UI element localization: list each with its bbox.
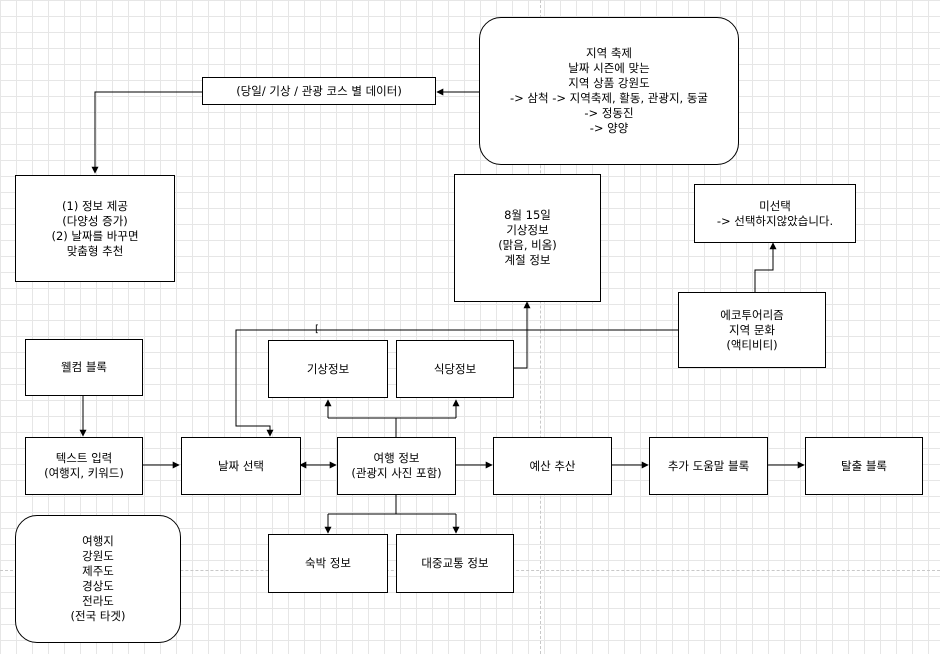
transit-info-box: 대중교통 정보 xyxy=(396,534,514,593)
exit-block-box: 탈출 블록 xyxy=(805,437,923,495)
weather-detail-box: 8월 15일 기상정보 (맑음, 비옴) 계절 정보 xyxy=(454,174,601,302)
welcome-block-box: 웰컴 블록 xyxy=(25,339,143,396)
edge-eco-loop xyxy=(235,329,678,437)
edge-eco-to-unselected xyxy=(754,242,777,292)
eco-tourism-box: 에코투어리즘 지역 문화 (액티비티) xyxy=(678,292,826,368)
guide-line-vertical xyxy=(540,0,541,654)
restaurant-info-box: 식당정보 xyxy=(396,340,514,398)
date-select-box: 날짜 선택 xyxy=(181,437,301,495)
unselected-box: 미선택 -> 선택하지않았습니다. xyxy=(694,184,856,243)
destinations-box: 여행지 강원도 제주도 경상도 전라도 (전국 타겟) xyxy=(15,515,181,643)
top-course-data-box: (당일/ 기상 / 관광 코스 별 데이터) xyxy=(202,77,436,105)
region-festival-box: 지역 축제 날짜 시즌에 맞는 지역 상품 강원도 -> 삼척 -> 지역축제,… xyxy=(479,17,739,165)
weather-info-box: 기상정보 xyxy=(268,340,388,398)
edge-course-to-info xyxy=(91,91,202,174)
edge-restaurant-to-weather-detail xyxy=(513,301,531,369)
travel-info-box: 여행 정보 (관광지 사진 포함) xyxy=(337,437,456,495)
text-input-box: 텍스트 입력 (여행지, 키워드) xyxy=(25,437,143,495)
lodging-info-box: 숙박 정보 xyxy=(268,534,388,593)
extra-help-box: 추가 도움말 블록 xyxy=(649,437,768,495)
info-provide-box: (1) 정보 제공 (다양성 증가) (2) 날짜를 바꾸면 맞춤형 추천 xyxy=(15,175,175,282)
budget-box: 예산 추산 xyxy=(493,437,612,495)
bracket-mark: [ xyxy=(315,324,319,335)
